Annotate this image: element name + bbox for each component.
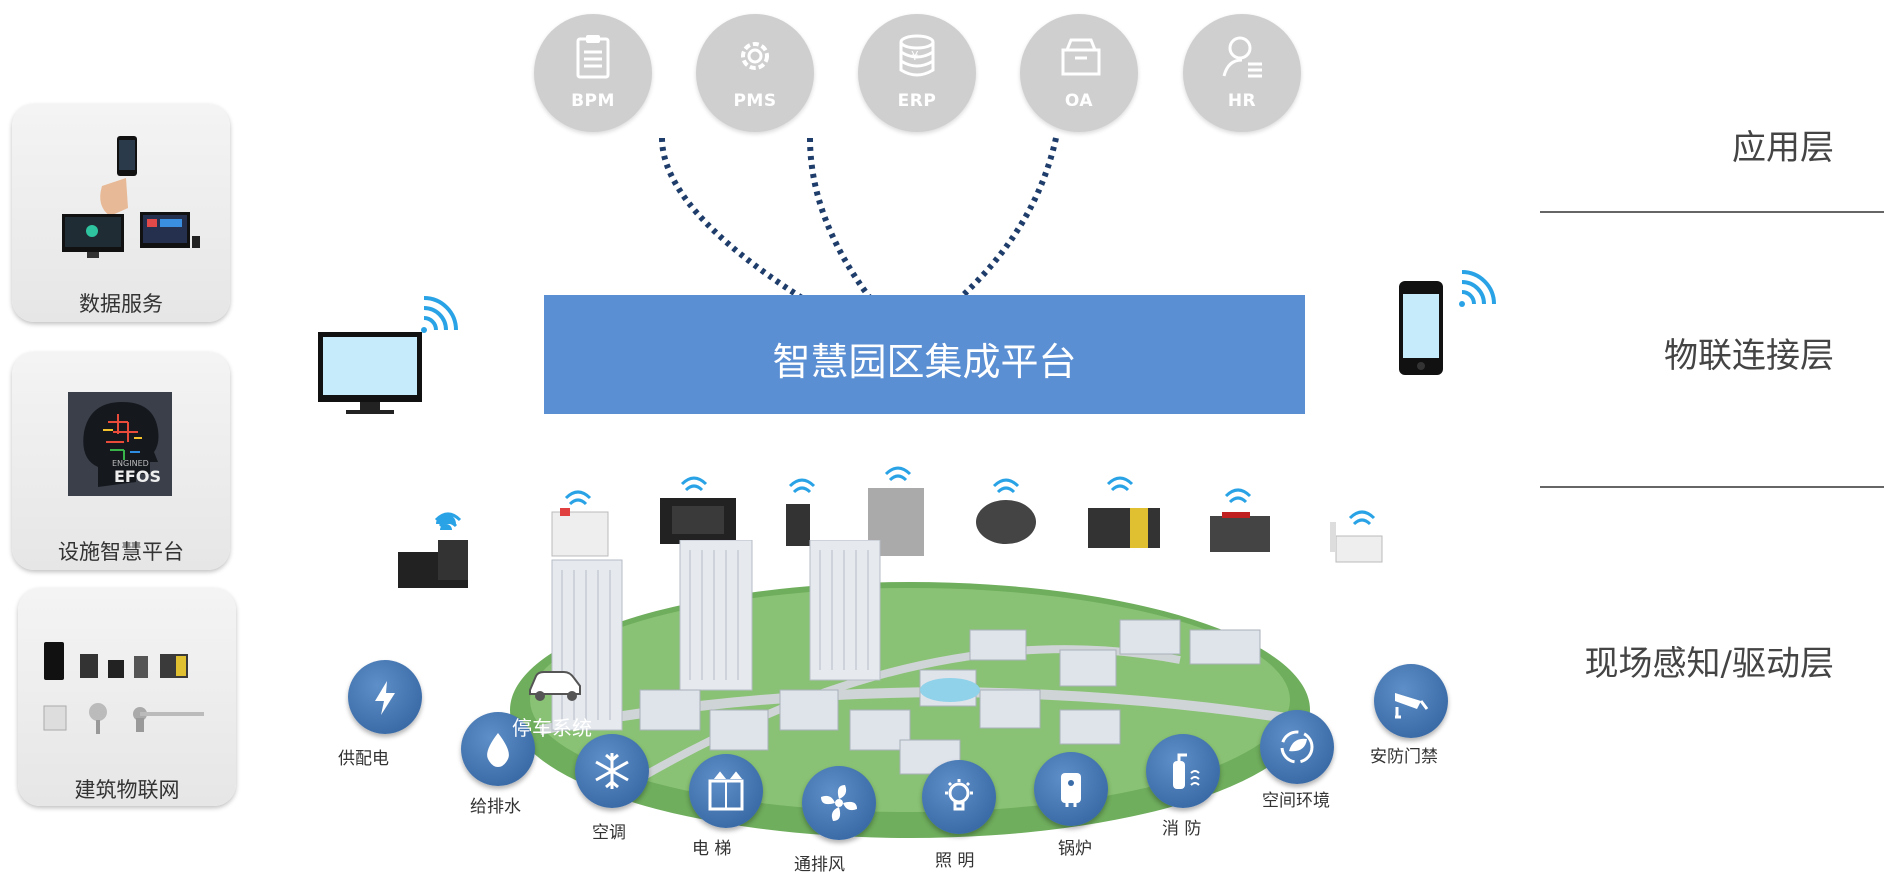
ventilation-button[interactable] xyxy=(802,766,876,840)
security-camera-icon xyxy=(1395,693,1429,719)
lightning-icon xyxy=(375,681,395,715)
security-label: 安防门禁 xyxy=(1370,747,1438,767)
water-drop-icon xyxy=(487,733,509,767)
environment-button[interactable] xyxy=(1260,710,1334,784)
divider xyxy=(1540,486,1884,488)
head-circuit-icon: ENGINED EFOS xyxy=(83,402,161,487)
security-button[interactable] xyxy=(1374,664,1448,738)
app-hr[interactable]: HR xyxy=(1183,14,1301,132)
app-label: OA xyxy=(1064,91,1094,111)
power-label: 供配电 xyxy=(338,749,389,769)
monitor-icon xyxy=(318,332,422,414)
efos-text: EFOS xyxy=(114,467,161,486)
fire-button[interactable] xyxy=(1146,734,1220,808)
wifi-icon xyxy=(421,296,458,333)
card-data-service: 数据服务 xyxy=(12,104,230,322)
boiler-label: 锅炉 xyxy=(1058,839,1092,859)
platform-title: 智慧园区集成平台 xyxy=(772,340,1077,384)
card-label: 建筑物联网 xyxy=(74,778,180,802)
app-erp[interactable]: ¥ ERP xyxy=(858,14,976,132)
smartphone-icon xyxy=(1399,281,1443,375)
app-pms[interactable]: PMS xyxy=(696,14,814,132)
lighting-button[interactable] xyxy=(922,760,996,834)
hvac-label: 空调 xyxy=(592,823,626,843)
parking-label: 停车系统 xyxy=(512,716,592,740)
app-bpm[interactable]: BPM xyxy=(534,14,652,132)
svg-text:¥: ¥ xyxy=(911,49,919,63)
layer-application: 应用层 xyxy=(1732,128,1834,168)
app-oa[interactable]: OA xyxy=(1020,14,1138,132)
lighting-label: 照 明 xyxy=(935,851,975,871)
app-label: BPM xyxy=(571,91,615,111)
efos-sub-text: ENGINED xyxy=(112,459,149,468)
boiler-button[interactable] xyxy=(1034,752,1108,826)
iot-devices-illustration xyxy=(43,642,204,734)
card-label: 数据服务 xyxy=(79,292,163,316)
eco-cycle-icon xyxy=(1280,730,1314,764)
light-bulb-icon xyxy=(945,779,973,811)
environment-label: 空间环境 xyxy=(1262,791,1330,811)
inbox-icon xyxy=(1061,38,1101,76)
app-label: ERP xyxy=(897,91,937,111)
water-label: 给排水 xyxy=(470,797,521,817)
fire-label: 消 防 xyxy=(1162,819,1202,839)
water-button[interactable] xyxy=(461,712,535,786)
boiler-icon xyxy=(1061,773,1081,807)
elevator-icon xyxy=(708,771,744,811)
app-label: HR xyxy=(1227,91,1257,111)
snowflake-icon xyxy=(595,753,629,789)
fan-icon xyxy=(821,785,857,821)
hvac-button[interactable] xyxy=(575,734,649,808)
fire-extinguisher-icon xyxy=(1173,753,1200,789)
card-facility-platform: ENGINED EFOS 设施智慧平台 xyxy=(12,352,230,570)
elevator-button[interactable] xyxy=(689,754,763,828)
efos-logo: ENGINED EFOS xyxy=(68,392,172,496)
clipboard-icon xyxy=(576,35,610,79)
layer-iot: 物联连接层 xyxy=(1664,336,1834,376)
app-label: PMS xyxy=(733,91,777,111)
gear-icon xyxy=(741,42,769,70)
wifi-icon xyxy=(1459,270,1496,307)
layer-field: 现场感知/驱动层 xyxy=(1584,644,1834,684)
connector-lines xyxy=(659,137,1059,300)
data-devices-illustration xyxy=(62,136,200,258)
platform-bar: 智慧园区集成平台 xyxy=(544,295,1305,414)
field-devices xyxy=(398,466,1383,588)
person-icon xyxy=(1222,36,1262,78)
divider xyxy=(1540,211,1884,213)
ventilation-label: 通排风 xyxy=(794,855,845,875)
elevator-label: 电 梯 xyxy=(692,839,732,859)
coin-stack-icon: ¥ xyxy=(899,34,935,77)
card-label: 设施智慧平台 xyxy=(58,540,184,564)
card-building-iot: 建筑物联网 xyxy=(18,588,236,806)
power-button[interactable] xyxy=(348,660,422,734)
car-icon xyxy=(529,671,581,701)
